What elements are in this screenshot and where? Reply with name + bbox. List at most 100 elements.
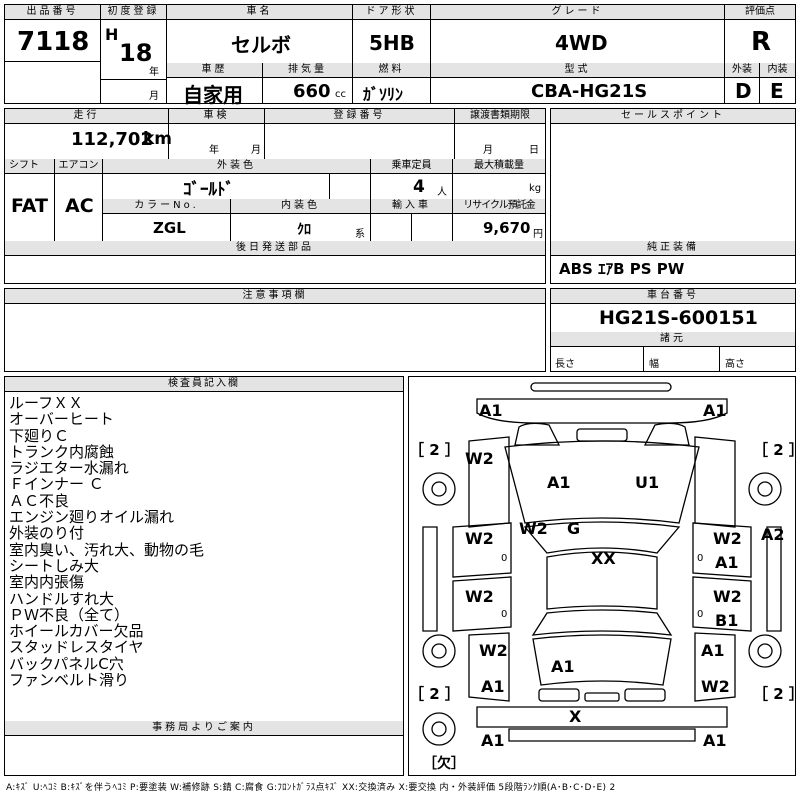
load-cell: 最大積載量 kg (453, 159, 545, 199)
mileage: 112,702 (71, 129, 153, 150)
score: R (751, 27, 772, 57)
fuel-cell: 燃料 ｶﾞｿﾘﾝ (353, 63, 431, 104)
later-parts-label: 後日発送部品 (5, 241, 545, 256)
note-item: ＡＣ不良 (9, 491, 70, 510)
inspection-year-unit: 年 (209, 145, 219, 156)
fuel-label: 燃料 (353, 63, 430, 78)
note-item: スタッドレスタイヤ (9, 638, 144, 657)
color-no-label: カラーNo. (103, 199, 230, 214)
mark-rr-quarter-a: A1 (701, 641, 725, 660)
note-item: Ｆインナー Ｃ (9, 475, 104, 494)
interior-label: 内装 (760, 63, 795, 78)
mark-rear-left: A1 (481, 731, 505, 750)
mark-left-door-front: W2 (465, 529, 494, 548)
zero-marker: 0 (697, 553, 704, 564)
mark-windshield-left: W2 (519, 519, 548, 538)
mark-rear-panel: X (569, 707, 582, 726)
car-name: セルボ (231, 33, 291, 57)
transfer-day-unit: 日 (529, 145, 539, 156)
lot-number: 7118 (17, 27, 90, 57)
interior-color-cell: 内装色 ｸﾛ 系 (231, 199, 371, 241)
note-item: ルーフＸＸ (9, 394, 84, 412)
mark-right-door-front-a: W2 (713, 529, 742, 548)
recycle-unit: 円 (533, 229, 543, 240)
recycle-cell: リサイクル預託金 9,670 円 (453, 199, 545, 241)
mileage-label: 走行 (5, 109, 168, 124)
grade: 4WD (555, 31, 608, 55)
mark-hood-left: A1 (547, 473, 571, 492)
height-label: 高さ (725, 359, 745, 370)
genuine-equipment: ABS ｴｱB PS PW (559, 260, 685, 278)
note-item: ハンドルすれ大 (9, 589, 115, 608)
lot-cell: 出品番号 7118 (5, 5, 101, 103)
mark-trunk: A1 (551, 657, 575, 676)
inspector-notes: ルーフＸＸ オーバーヒート 下廻りＣ トランク内腐蝕 ラジエター水漏れ Ｆインナ… (9, 394, 204, 689)
lot-label: 出品番号 (5, 5, 100, 20)
chassis-box: 車台番号 HG21S-600151 諸元 長さ 幅 高さ (550, 288, 796, 372)
grade-cell: グレード 4WD (431, 5, 725, 63)
note-item: ＰＷ不良（全て） (9, 605, 130, 624)
transfer-month-unit: 月 (483, 145, 493, 156)
recycle: 9,670 (483, 219, 531, 237)
note-item: オーバーヒート (9, 410, 114, 429)
chassis-number: HG21S-600151 (599, 307, 758, 329)
mark-front-right: A1 (703, 401, 727, 420)
mark-rr-quarter-b: W2 (701, 677, 730, 696)
inspection-label: 車検 (169, 109, 264, 124)
capacity-cell: 乗車定員 4 人 (371, 159, 453, 199)
displacement-unit: cc (335, 89, 346, 100)
door-type: 5HB (369, 31, 415, 55)
import-label: 輸入車 (371, 199, 452, 214)
inspector-box: 検査員記入欄 ルーフＸＸ オーバーヒート 下廻りＣ トランク内腐蝕 ラジエター水… (4, 376, 404, 776)
sales-point-label: セールスポイント (551, 109, 795, 124)
exterior-score: D (735, 79, 752, 103)
note-item: バックパネルC穴 (9, 654, 124, 673)
history-label: 車歴 (167, 63, 262, 78)
mark-rear-right: A1 (703, 731, 727, 750)
inspection-month-unit: 月 (251, 145, 261, 156)
mark-right-door-rear-b: B1 (715, 611, 739, 630)
caution-label: 注意事項欄 (5, 289, 545, 304)
door-label: ドア形状 (353, 5, 430, 20)
interior-score: E (770, 79, 784, 103)
mileage-cell: 走行 112,702 km (5, 109, 173, 159)
first-reg-label: 初度登録 (101, 5, 166, 20)
tread-rear-right: ［ 2 ］ (753, 685, 800, 703)
displacement: 660 (293, 81, 331, 102)
model: CBA-HG21S (531, 81, 648, 102)
mark-fl-fender: W2 (465, 449, 494, 468)
color-label: 外装色 (103, 159, 370, 174)
interior-score-cell: 内装 E (760, 63, 795, 103)
load-label: 最大積載量 (453, 159, 545, 174)
spare-missing: ［欠］ (423, 756, 465, 772)
note-item: シートしみ大 (9, 556, 100, 575)
exterior-label: 外装 (725, 63, 759, 78)
mark-front-left: A1 (479, 401, 503, 420)
note-item: 外装のり付 (9, 524, 85, 543)
aircon-label: エアコン (55, 159, 102, 174)
door-cell: ドア形状 5HB (353, 5, 431, 63)
score-cell: 評価点 R (725, 5, 795, 63)
car-name-cell: 車名 セルボ (167, 5, 353, 63)
office-label: 事務局よりご案内 (5, 721, 403, 736)
shift: FAT (11, 195, 48, 217)
score-label: 評価点 (725, 5, 795, 20)
year-unit: 年 (149, 67, 159, 78)
interior-color-label: 内装色 (231, 199, 370, 214)
shift-label: シフト (5, 159, 54, 174)
aircon: AC (65, 195, 94, 217)
capacity-label: 乗車定員 (371, 159, 452, 174)
history-cell: 車歴 自家用 (167, 63, 263, 107)
color-no-cell: カラーNo. ZGL (103, 199, 231, 241)
later-parts-cell: 後日発送部品 (5, 241, 545, 283)
note-item: ラジエター水漏れ (9, 459, 129, 478)
mark-right-door-rear-a: W2 (713, 587, 742, 606)
note-item: 下廻りＣ (9, 426, 70, 445)
color: ｺﾞｰﾙﾄﾞ (183, 180, 234, 200)
model-cell: 型式 CBA-HG21S (431, 63, 725, 103)
zero-marker: 0 (501, 553, 508, 564)
reg-year: 18 (119, 39, 153, 67)
color-cell: 外装色 ｺﾞｰﾙﾄﾞ (103, 159, 371, 200)
mark-right-door-front-b: A1 (715, 553, 739, 572)
mileage-unit: km (143, 129, 173, 149)
